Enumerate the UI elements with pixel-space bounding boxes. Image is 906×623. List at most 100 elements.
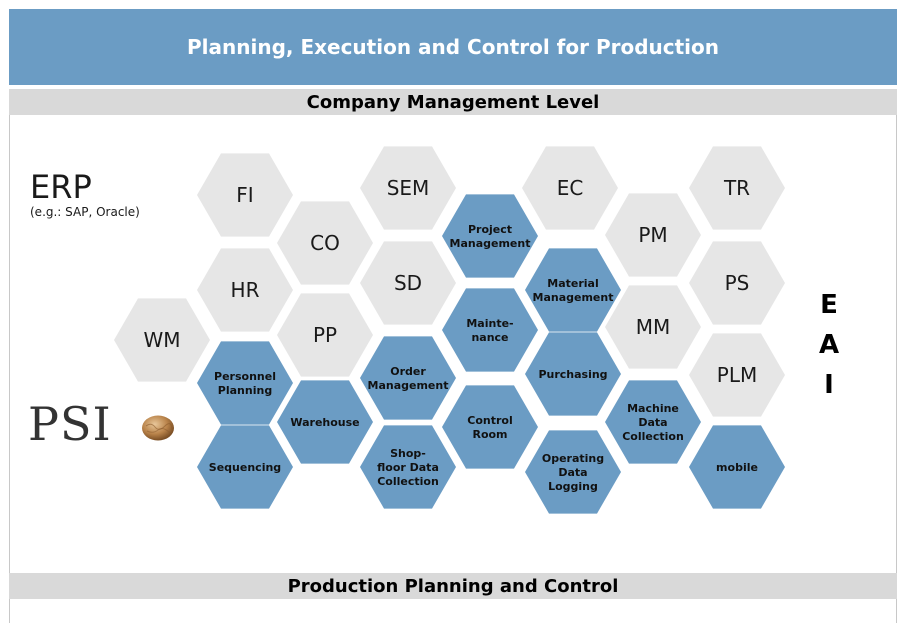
psi-module-label: Project — [468, 223, 512, 236]
psi-module-label: Data — [638, 416, 667, 429]
erp-hexagon — [197, 248, 293, 332]
psi-module-label: Material — [547, 277, 598, 290]
erp-module-label: WM — [143, 328, 180, 352]
erp-hexagon — [360, 241, 456, 325]
erp-module-co: CO — [277, 201, 373, 285]
psi-module-label: Management — [450, 237, 531, 250]
psi-module-label: nance — [471, 331, 508, 344]
psi-module-label: Purchasing — [538, 368, 607, 381]
erp-module-label: HR — [231, 278, 260, 302]
psi-module-label: Sequencing — [209, 461, 281, 474]
psi-module-label: Warehouse — [290, 416, 359, 429]
erp-hexagon — [277, 293, 373, 377]
erp-module-pm: PM — [605, 193, 701, 277]
erp-hexagon — [605, 193, 701, 277]
erp-module-label: MM — [636, 315, 671, 339]
psi-module-label: Machine — [627, 402, 679, 415]
erp-module-sem: SEM — [360, 146, 456, 230]
psi-hexagon — [277, 380, 373, 464]
erp-hexagon — [689, 241, 785, 325]
walnut-icon — [142, 415, 174, 441]
erp-module-label: PM — [638, 223, 667, 247]
erp-module-label: PP — [313, 323, 337, 347]
erp-module-fi: FI — [197, 153, 293, 237]
psi-module-label: Shop- — [390, 447, 426, 460]
psi-hexagon — [442, 385, 538, 469]
erp-hexagon — [605, 285, 701, 369]
erp-module-tr: TR — [689, 146, 785, 230]
eai-letter-i: I — [824, 370, 834, 400]
erp-hexagon — [522, 146, 618, 230]
psi-hexagon — [525, 248, 621, 332]
erp-module-wm: WM — [114, 298, 210, 382]
psi-module-label: Management — [368, 379, 449, 392]
erp-module-plm: PLM — [689, 333, 785, 417]
psi-module-mainte-nance: Mainte-nance — [442, 288, 538, 372]
erp-module-label: EC — [557, 176, 584, 200]
psi-module-label: Order — [390, 365, 426, 378]
erp-module-label: FI — [236, 183, 253, 207]
psi-module-label: Planning — [218, 384, 272, 397]
erp-module-label: PLM — [717, 363, 757, 387]
psi-hexagon — [605, 380, 701, 464]
psi-hexagon — [197, 341, 293, 425]
eai-label: E A I — [815, 285, 843, 405]
psi-hexagon — [442, 288, 538, 372]
psi-module-warehouse: Warehouse — [277, 380, 373, 464]
erp-module-pp: PP — [277, 293, 373, 377]
psi-module-label: Management — [533, 291, 614, 304]
erp-module-hr: HR — [197, 248, 293, 332]
erp-module-label: SEM — [387, 176, 430, 200]
psi-module-label: Control — [467, 414, 512, 427]
erp-module-sd: SD — [360, 241, 456, 325]
erp-module-mm: MM — [605, 285, 701, 369]
psi-module-label: Collection — [622, 430, 684, 443]
psi-module-layer: ProjectManagementMaterialManagementMaint… — [197, 194, 785, 514]
psi-module-label: Collection — [377, 475, 439, 488]
company-management-level-bar: Company Management Level — [9, 89, 897, 115]
psi-module-mobile: mobile — [689, 425, 785, 509]
erp-module-ps: PS — [689, 241, 785, 325]
eai-letter-e: E — [820, 290, 838, 320]
erp-hexagon — [277, 201, 373, 285]
page-title: Planning, Execution and Control for Prod… — [9, 9, 897, 85]
erp-hexagon — [689, 146, 785, 230]
psi-hexagon — [360, 336, 456, 420]
erp-hexagon — [197, 153, 293, 237]
psi-module-label: floor Data — [377, 461, 439, 474]
psi-module-label: mobile — [716, 461, 758, 474]
erp-module-label: TR — [723, 176, 750, 200]
psi-hexagon — [525, 430, 621, 514]
title-divider — [9, 85, 897, 89]
erp-title: ERP — [30, 168, 92, 206]
production-planning-level-bar: Production Planning and Control — [9, 573, 897, 599]
erp-hexagon — [689, 333, 785, 417]
eai-letter-a: A — [818, 330, 840, 360]
erp-module-label: PS — [725, 271, 750, 295]
erp-module-ec: EC — [522, 146, 618, 230]
psi-logo-text: PSI — [28, 397, 112, 451]
erp-subtitle: (e.g.: SAP, Oracle) — [30, 205, 140, 219]
psi-hexagon — [360, 425, 456, 509]
psi-hexagon — [197, 425, 293, 509]
erp-module-label: SD — [394, 271, 422, 295]
psi-hexagon — [442, 194, 538, 278]
diagram-frame — [9, 9, 897, 623]
psi-hexagon — [689, 425, 785, 509]
psi-hexagon — [525, 332, 621, 416]
psi-module-label: Room — [472, 428, 507, 441]
psi-module-purchasing: Purchasing — [525, 332, 621, 416]
erp-hexagon — [114, 298, 210, 382]
psi-module-label: Personnel — [214, 370, 276, 383]
psi-module-label: Data — [558, 466, 587, 479]
psi-module-sequencing: Sequencing — [197, 425, 293, 509]
erp-hexagon — [360, 146, 456, 230]
